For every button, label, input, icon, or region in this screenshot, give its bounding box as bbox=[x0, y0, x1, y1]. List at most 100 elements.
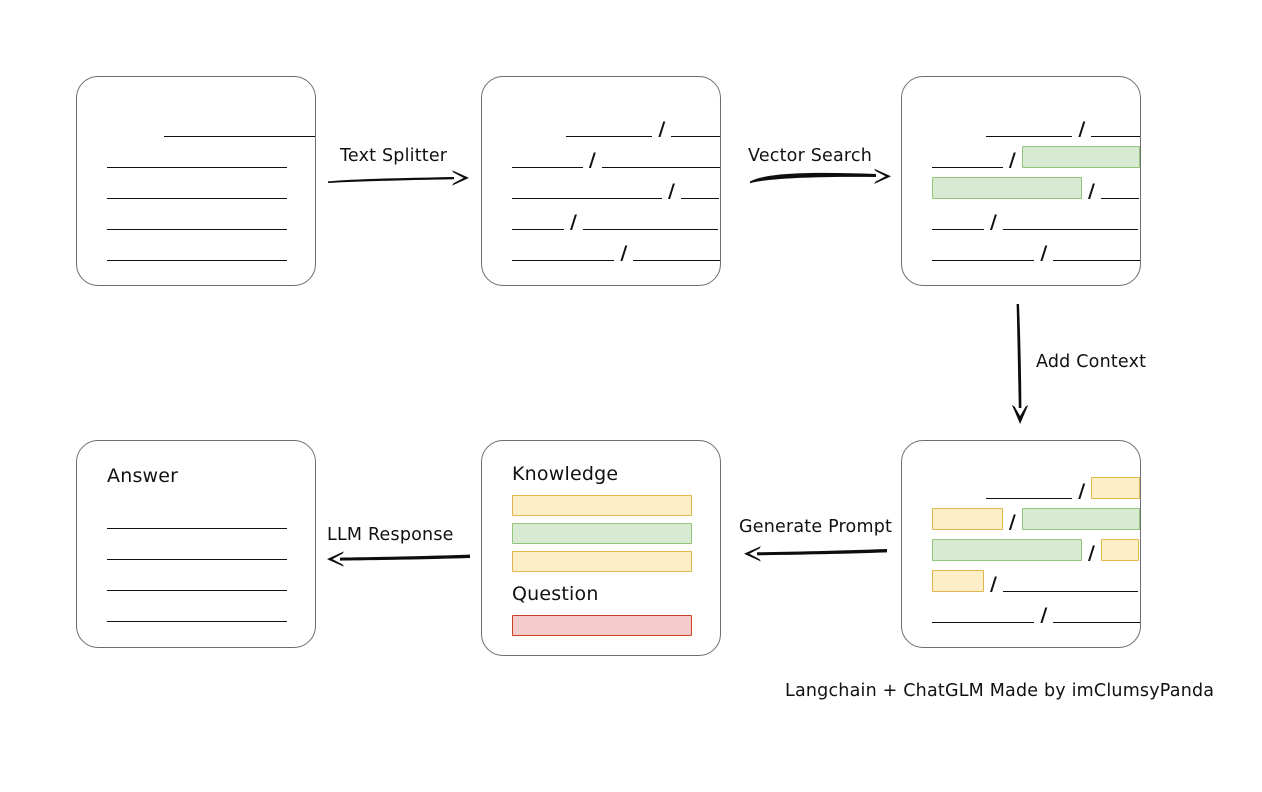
text-line: / bbox=[512, 180, 720, 202]
text-rule bbox=[512, 198, 662, 199]
text-line: / bbox=[932, 146, 1140, 171]
text-line: / bbox=[932, 539, 1140, 563]
highlighted-chunk[interactable] bbox=[1091, 477, 1141, 499]
edge-text-splitter-arrow bbox=[328, 170, 469, 186]
text-line: / bbox=[512, 242, 720, 264]
chunk-separator-icon: / bbox=[668, 180, 675, 202]
text-line bbox=[107, 544, 315, 560]
chunk-separator-icon: / bbox=[990, 573, 997, 595]
highlighted-chunk[interactable] bbox=[1021, 146, 1140, 168]
context-chunks-lines: / / / / / bbox=[902, 441, 1141, 647]
text-rule bbox=[163, 136, 315, 137]
text-rule bbox=[1053, 622, 1140, 623]
text-rule bbox=[512, 229, 564, 230]
credit-note: Langchain + ChatGLM Made by imClumsyPand… bbox=[785, 681, 1215, 701]
text-line: / bbox=[932, 604, 1140, 626]
chunk-separator-icon: / bbox=[658, 118, 666, 140]
text-line: / bbox=[932, 118, 1140, 140]
text-rule bbox=[986, 498, 1073, 499]
text-line: / bbox=[932, 242, 1140, 264]
text-rule bbox=[512, 260, 615, 261]
prompt-bar[interactable] bbox=[512, 551, 692, 572]
highlighted-chunk[interactable] bbox=[932, 570, 984, 592]
source-document-lines bbox=[77, 77, 315, 285]
chunk-separator-icon: / bbox=[1040, 604, 1048, 626]
text-rule bbox=[1002, 229, 1138, 230]
prompt-bar[interactable] bbox=[512, 523, 692, 544]
highlighted-chunk[interactable] bbox=[932, 508, 1003, 530]
prompt-box[interactable]: Knowledge Question bbox=[481, 440, 721, 656]
text-rule bbox=[107, 559, 287, 560]
text-line bbox=[107, 606, 315, 622]
text-rule bbox=[566, 136, 653, 137]
prompt-bar[interactable] bbox=[512, 615, 692, 636]
edge-generate-prompt-arrow bbox=[744, 546, 887, 562]
text-rule bbox=[932, 260, 1035, 261]
text-line bbox=[107, 152, 315, 168]
source-document-box[interactable] bbox=[76, 76, 316, 286]
text-rule bbox=[107, 528, 287, 529]
text-line bbox=[107, 183, 315, 199]
text-rule bbox=[107, 590, 287, 591]
highlighted-chunk[interactable] bbox=[1100, 539, 1139, 561]
text-rule bbox=[1053, 260, 1140, 261]
text-line: / bbox=[932, 177, 1140, 202]
chunk-separator-icon: / bbox=[570, 211, 577, 233]
edge-generate-prompt-label: Generate Prompt bbox=[739, 517, 893, 537]
answer-label: Answer bbox=[107, 465, 179, 487]
highlighted-chunk[interactable] bbox=[932, 539, 1082, 561]
text-rule bbox=[986, 136, 1073, 137]
text-line bbox=[107, 214, 315, 230]
matched-chunks-lines: / / / / / bbox=[902, 77, 1140, 285]
split-chunks-lines: / / / / / bbox=[482, 77, 720, 285]
edge-vector-search-label: Vector Search bbox=[748, 146, 873, 166]
text-rule bbox=[1002, 591, 1138, 592]
text-rule bbox=[1091, 136, 1140, 137]
text-rule bbox=[1100, 198, 1139, 199]
edge-llm-response-arrow bbox=[327, 551, 470, 567]
split-chunks-box[interactable]: / / / / / bbox=[481, 76, 721, 286]
chunk-separator-icon: / bbox=[1040, 242, 1048, 264]
text-line: / bbox=[932, 570, 1140, 595]
text-rule bbox=[932, 622, 1035, 623]
chunk-separator-icon: / bbox=[588, 149, 596, 171]
text-line: / bbox=[932, 477, 1141, 502]
text-rule bbox=[582, 229, 718, 230]
text-rule bbox=[107, 229, 287, 230]
matched-chunks-box[interactable]: / / / / / bbox=[901, 76, 1141, 286]
prompt-bar[interactable] bbox=[512, 495, 692, 516]
edge-add-context-arrow bbox=[1012, 304, 1029, 424]
edge-vector-search-arrow bbox=[750, 168, 891, 184]
chunk-separator-icon: / bbox=[620, 242, 628, 264]
highlighted-chunk[interactable] bbox=[1021, 508, 1140, 530]
text-rule bbox=[680, 198, 719, 199]
text-line bbox=[107, 575, 315, 591]
context-chunks-box[interactable]: / / / / / bbox=[901, 440, 1141, 648]
chunk-separator-icon: / bbox=[1008, 149, 1016, 171]
chunk-separator-icon: / bbox=[1088, 180, 1095, 202]
text-line: / bbox=[512, 211, 720, 233]
text-rule bbox=[107, 167, 287, 168]
answer-box[interactable]: Answer bbox=[76, 440, 316, 648]
text-line: / bbox=[512, 118, 720, 140]
question-label: Question bbox=[512, 583, 599, 605]
chunk-separator-icon: / bbox=[1078, 118, 1086, 140]
highlighted-chunk[interactable] bbox=[932, 177, 1082, 199]
edge-add-context-label: Add Context bbox=[1036, 352, 1147, 372]
text-rule bbox=[512, 167, 583, 168]
text-line: / bbox=[512, 149, 720, 171]
text-line bbox=[107, 245, 315, 261]
text-line bbox=[107, 121, 315, 137]
text-line: / bbox=[932, 211, 1140, 233]
edge-text-splitter-label: Text Splitter bbox=[340, 146, 448, 166]
text-line: / bbox=[932, 508, 1140, 533]
knowledge-label: Knowledge bbox=[512, 463, 619, 485]
chunk-separator-icon: / bbox=[1008, 511, 1016, 533]
text-rule bbox=[671, 136, 720, 137]
text-rule bbox=[107, 260, 287, 261]
chunk-separator-icon: / bbox=[990, 211, 997, 233]
text-rule bbox=[932, 167, 1003, 168]
chunk-separator-icon: / bbox=[1078, 480, 1086, 502]
text-line bbox=[107, 513, 315, 529]
